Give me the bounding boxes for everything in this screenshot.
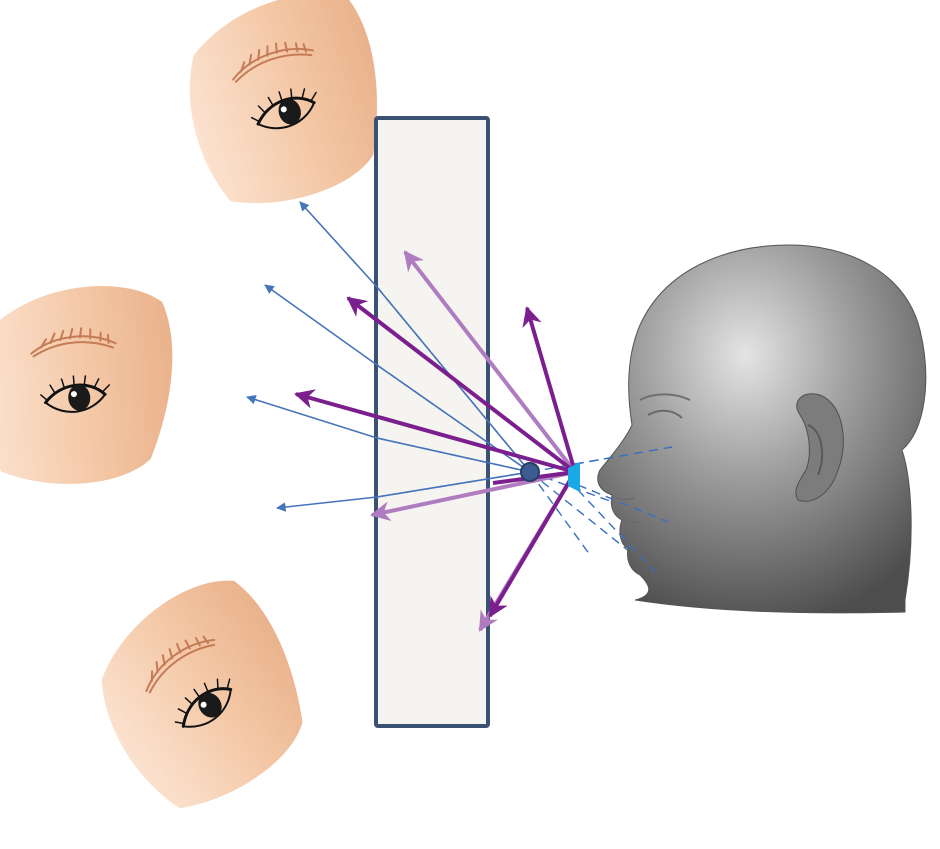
observer-eye-bottom: [68, 560, 339, 831]
point-source: [521, 463, 539, 481]
head-profile: [598, 245, 926, 613]
observer-eye-top: [164, 0, 408, 223]
observer-eye-middle: [0, 280, 183, 492]
